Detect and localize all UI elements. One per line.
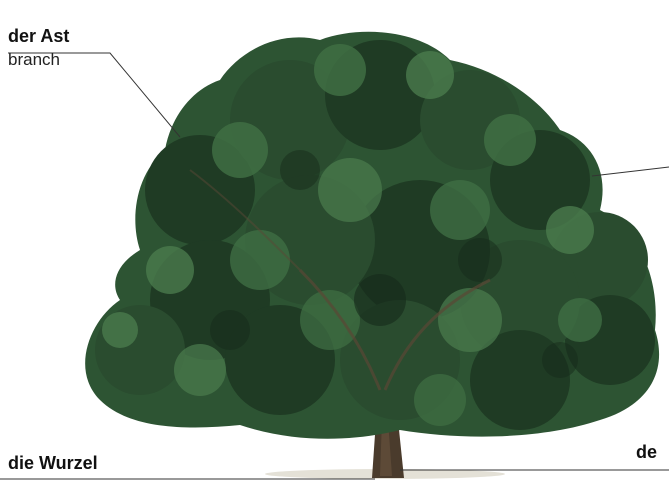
label-branch-english: branch	[8, 50, 60, 70]
label-branch-german: der Ast	[8, 26, 69, 46]
tree-canopy	[85, 32, 659, 439]
leader-line-right	[592, 167, 669, 176]
label-right-partial: de	[636, 442, 657, 462]
label-root-german: die Wurzel	[8, 453, 98, 473]
